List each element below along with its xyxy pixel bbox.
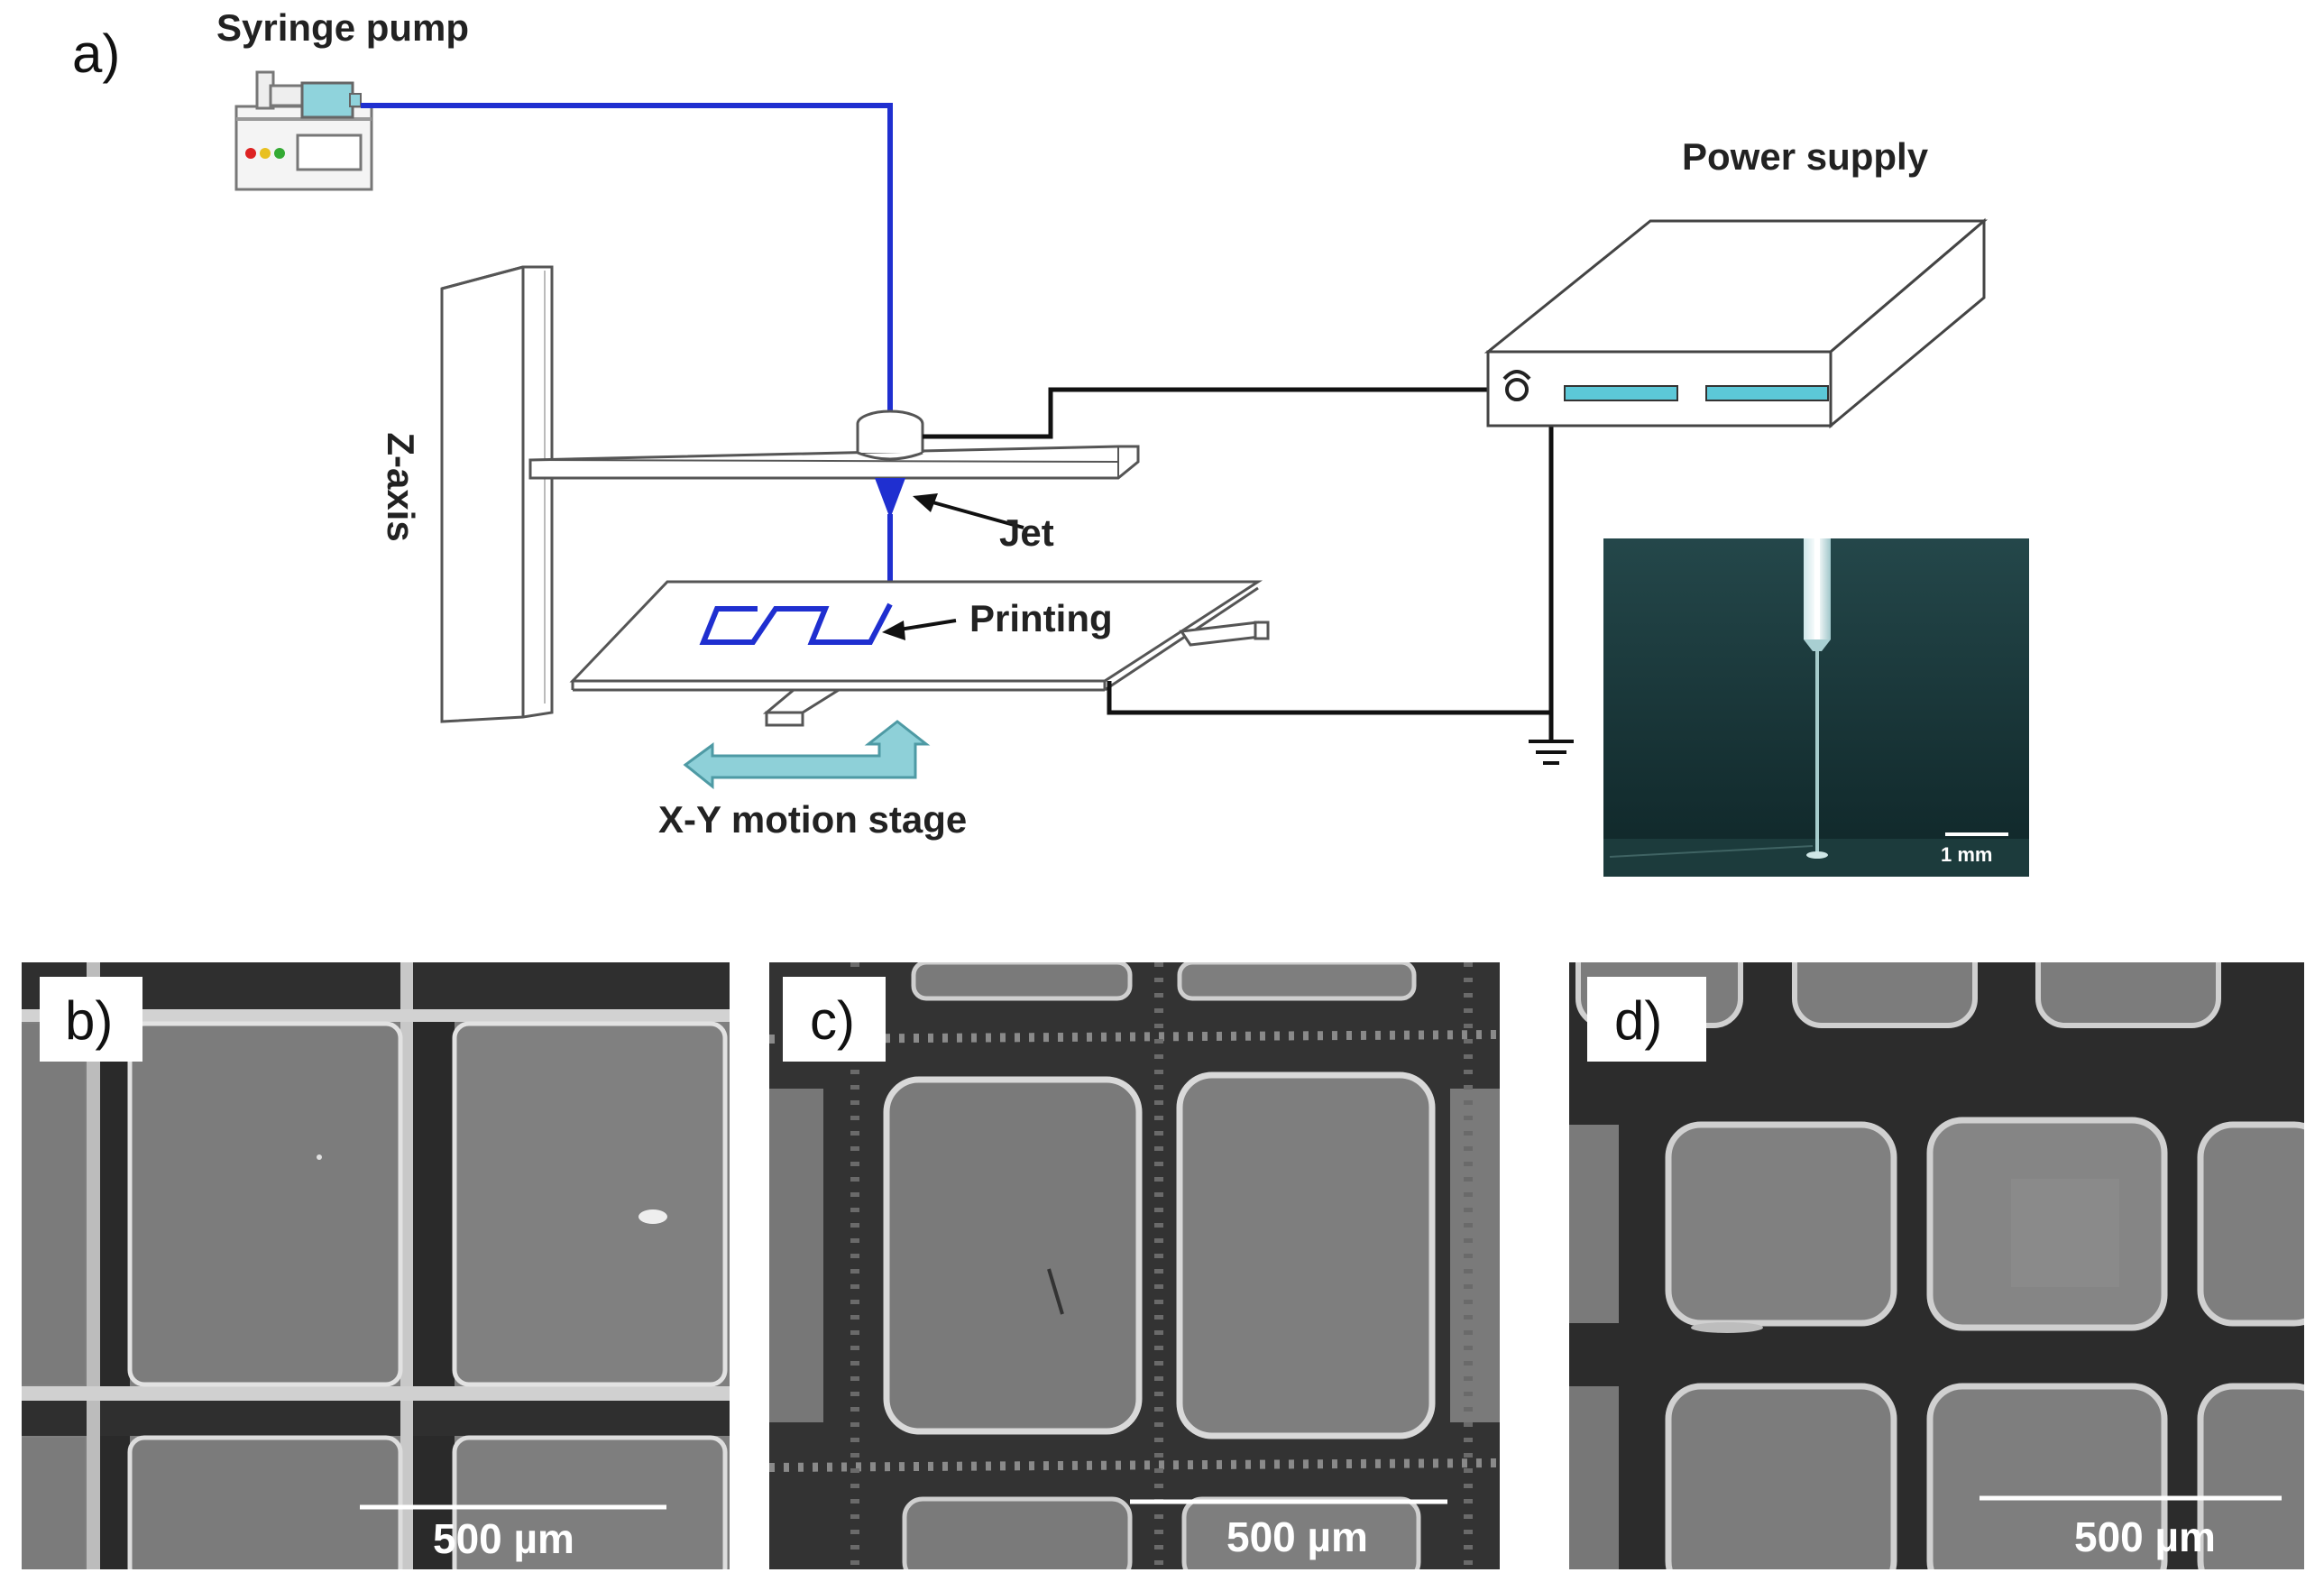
printed-pattern (699, 602, 893, 645)
inset-scale-label: 1 mm (1941, 843, 1992, 866)
panel-d: d) 500 µm (1569, 962, 2304, 1569)
panel-c: c) 500 µm (769, 962, 1500, 1569)
syringe-pump-icon (234, 70, 373, 191)
label-xy-stage: X-Y motion stage (658, 798, 967, 841)
jet-photo-inset: 1 mm (1603, 538, 2029, 877)
label-printing: Printing (969, 597, 1113, 639)
panel-d-letter-box (1587, 977, 1706, 1062)
xy-motion-arrow-icon (683, 720, 931, 790)
panel-a: a) Syringe pump Z-axis (72, 6, 2029, 877)
fluid-tube (361, 103, 893, 415)
power-supply-icon (1484, 217, 1989, 429)
jet-arrowhead (913, 493, 938, 512)
sem-image-c (769, 962, 1500, 1569)
panel-d-letter: d) (1614, 990, 1662, 1051)
label-power-supply: Power supply (1682, 135, 1929, 178)
xy-platform (569, 580, 1270, 727)
z-axis-column (440, 265, 554, 723)
panel-b-scale-label: 500 µm (433, 1515, 574, 1562)
label-jet: Jet (999, 511, 1054, 554)
panel-c-letter-box (783, 977, 886, 1062)
jet-cone (875, 478, 905, 519)
nozzle-arm (528, 445, 1140, 480)
printing-arrowhead (882, 621, 905, 640)
wire-stage-to-ground (1107, 681, 1551, 715)
nozzle-holder (856, 409, 924, 461)
label-syringe-pump: Syringe pump (216, 6, 469, 49)
panel-b-letter-box (40, 977, 142, 1062)
wire-power-to-nozzle (923, 387, 1497, 439)
panel-d-scale-label: 500 µm (2074, 1513, 2216, 1560)
ground-icon (1529, 740, 1574, 765)
panel-b: b) 500 µm (22, 962, 730, 1569)
panel-c-letter: c) (810, 990, 855, 1051)
panel-c-scale-label: 500 µm (1226, 1513, 1368, 1560)
sem-image-b (22, 962, 730, 1569)
panel-a-letter: a) (72, 23, 120, 84)
panel-b-letter: b) (65, 990, 113, 1051)
label-z-axis: Z-axis (380, 432, 422, 541)
jet-arrow (919, 497, 1024, 529)
